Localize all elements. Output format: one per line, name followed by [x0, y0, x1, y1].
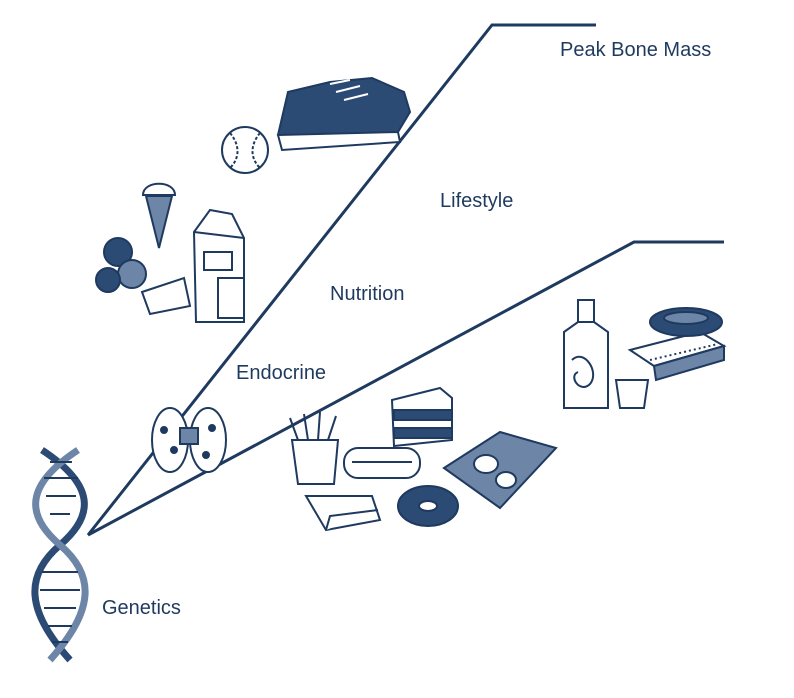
dna-helix-icon	[31, 447, 89, 663]
milk-carton-icon	[192, 208, 245, 323]
cake-slice-icon	[390, 386, 453, 448]
lower-growth-line	[87, 240, 724, 537]
dish-bowl-icon	[649, 307, 723, 337]
sneaker-icon	[276, 76, 412, 152]
chips-bag-icon	[442, 430, 558, 510]
donut-icon	[397, 485, 459, 527]
hot-dog-icon	[343, 447, 421, 479]
nutrition-label: Nutrition	[330, 283, 405, 305]
upper-growth-line	[86, 23, 596, 536]
cheese-wedge-icon	[304, 495, 382, 532]
baseball-icon	[221, 126, 269, 174]
ice-cream-cone-icon	[141, 182, 177, 249]
cigarette-pack-icon	[627, 330, 727, 382]
cup-icon	[614, 379, 650, 409]
broccoli-cheese-icon	[95, 237, 192, 316]
peak-bone-mass-label: Peak Bone Mass	[560, 39, 712, 61]
genetics-label: Genetics	[102, 597, 181, 619]
endocrine-glands-icon	[151, 407, 227, 473]
liquor-bottle-icon	[563, 299, 609, 409]
french-fries-icon	[289, 411, 340, 485]
lifestyle-label: Lifestyle	[440, 190, 514, 212]
endocrine-label: Endocrine	[236, 362, 327, 384]
